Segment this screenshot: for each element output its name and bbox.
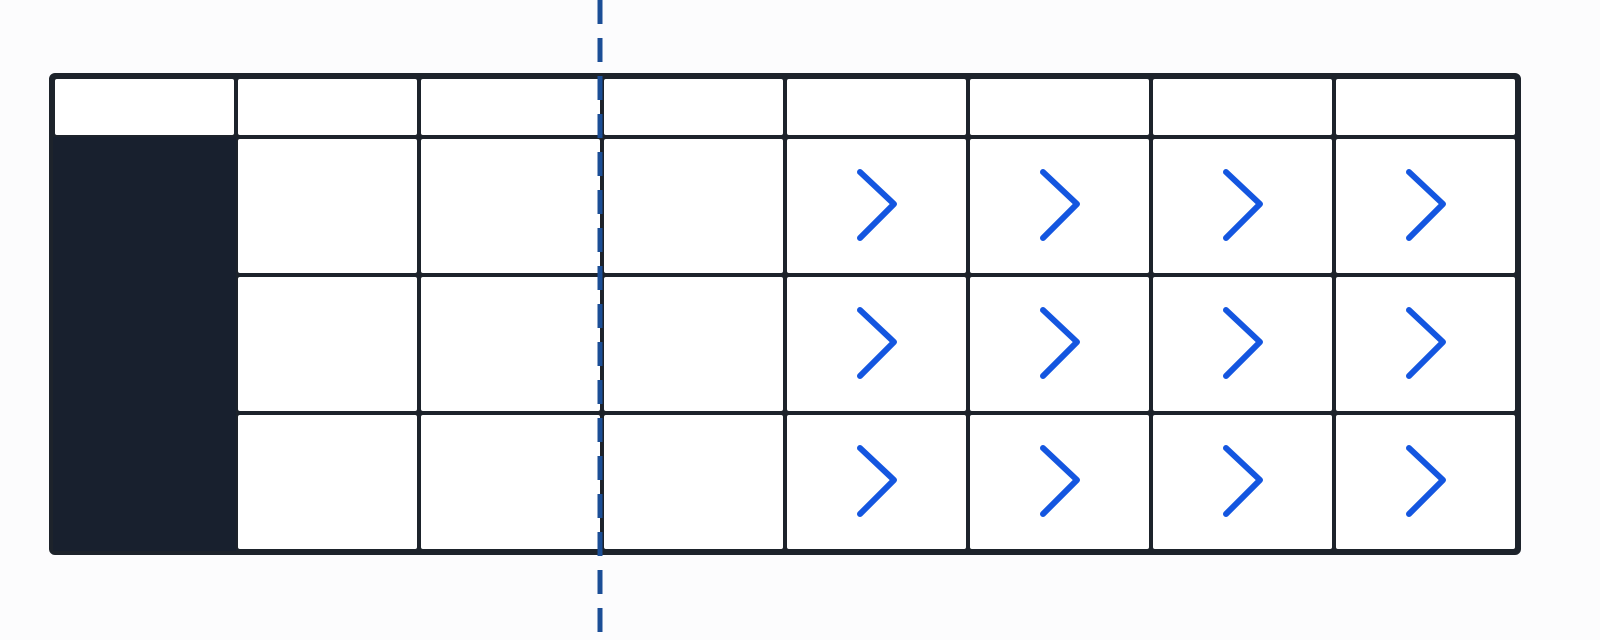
header-cell-4 <box>604 79 783 135</box>
chevron-right-icon <box>854 442 900 522</box>
body-cell-r2-c8 <box>1336 277 1515 411</box>
body-cell-r2-c6 <box>970 277 1149 411</box>
chevron-right-icon <box>854 304 900 384</box>
filled-column-block <box>53 137 236 551</box>
body-cell-r1-c3 <box>421 139 600 273</box>
header-cell-5 <box>787 79 966 135</box>
body-cell-r1-c5 <box>787 139 966 273</box>
grid-table <box>49 73 1521 555</box>
header-cell-3 <box>421 79 600 135</box>
body-cell-r2-c2 <box>238 277 417 411</box>
body-cell-r1-c6 <box>970 139 1149 273</box>
body-cell-r1-c4 <box>604 139 783 273</box>
chevron-right-icon <box>1220 304 1266 384</box>
chevron-right-icon <box>1220 166 1266 246</box>
body-cell-r3-c6 <box>970 415 1149 549</box>
chevron-right-icon <box>1037 304 1083 384</box>
body-cell-r3-c5 <box>787 415 966 549</box>
header-cell-1 <box>55 79 234 135</box>
header-cell-7 <box>1153 79 1332 135</box>
body-cell-r3-c3 <box>421 415 600 549</box>
header-cell-8 <box>1336 79 1515 135</box>
body-cell-r3-c4 <box>604 415 783 549</box>
chevron-right-icon <box>1220 442 1266 522</box>
body-cell-r3-c8 <box>1336 415 1515 549</box>
body-cell-r1-c7 <box>1153 139 1332 273</box>
body-cell-r1-c2 <box>238 139 417 273</box>
body-cell-r2-c7 <box>1153 277 1332 411</box>
header-cell-2 <box>238 79 417 135</box>
chevron-right-icon <box>1037 166 1083 246</box>
chevron-right-icon <box>1403 304 1449 384</box>
body-cell-r3-c2 <box>238 415 417 549</box>
body-cell-r3-c7 <box>1153 415 1332 549</box>
chevron-right-icon <box>1403 166 1449 246</box>
body-cell-r1-c8 <box>1336 139 1515 273</box>
chevron-right-icon <box>1403 442 1449 522</box>
body-cell-r2-c5 <box>787 277 966 411</box>
body-cell-r2-c3 <box>421 277 600 411</box>
chevron-right-icon <box>854 166 900 246</box>
header-cell-6 <box>970 79 1149 135</box>
body-cell-r2-c4 <box>604 277 783 411</box>
chevron-right-icon <box>1037 442 1083 522</box>
